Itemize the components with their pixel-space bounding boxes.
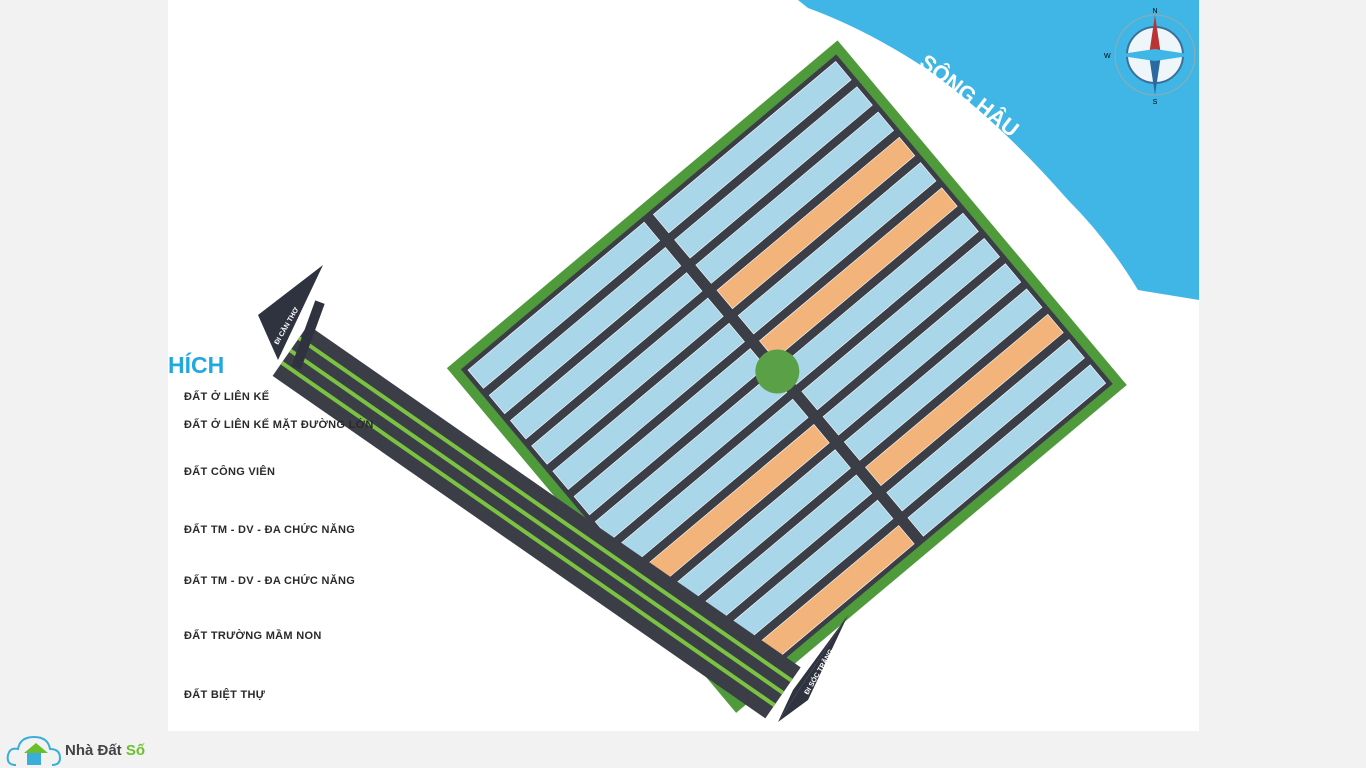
frontage-lot-block xyxy=(716,136,916,310)
main-road: ĐƯỜNG NAM SÔNG HẬU xyxy=(272,325,801,719)
residential-lot-block xyxy=(467,221,661,389)
river xyxy=(798,0,1199,300)
residential-lot-block xyxy=(822,263,1022,436)
residential-lot-block xyxy=(531,297,724,465)
residential-lot-block xyxy=(907,364,1107,537)
residential-lot-block xyxy=(801,237,1001,411)
residential-lot-block xyxy=(573,348,767,516)
road-divider-left xyxy=(291,300,325,370)
residential-lot-block xyxy=(510,272,703,440)
legend-item: ĐẤT CÔNG VIÊN xyxy=(184,466,276,478)
legend-item: ĐẤT Ở LIÊN KẾ xyxy=(184,391,270,403)
legend-title: HÍCH xyxy=(168,352,225,378)
site-blocks xyxy=(446,40,1127,713)
residential-lot-block xyxy=(652,61,852,234)
site-map: SÔNG HẬU ĐƯỜNG NAM SÔNG HẬU ĐI CẦN THƠ Đ… xyxy=(258,0,1199,722)
residential-lot-block xyxy=(674,86,873,259)
central-park xyxy=(755,349,800,394)
residential-lot-block xyxy=(552,322,745,490)
residential-lot-block xyxy=(886,339,1085,512)
legend-item: ĐẤT TM - DV - ĐA CHỨC NĂNG xyxy=(184,524,356,536)
site-logo[interactable]: Nhà Đất Số xyxy=(6,733,145,767)
svg-text:S: S xyxy=(1153,99,1158,106)
masterplan-canvas: SÔNG HẬU ĐƯỜNG NAM SÔNG HẬU ĐI CẦN THƠ Đ… xyxy=(168,0,1199,731)
residential-lot-block xyxy=(488,247,682,415)
logo-text: Nhà Đất xyxy=(65,741,126,759)
legend-item: ĐẤT TRƯỜNG MẦM NON xyxy=(184,630,322,642)
residential-lot-block xyxy=(843,288,1043,461)
svg-text:N: N xyxy=(1152,8,1157,15)
frontage-lot-block xyxy=(759,187,958,360)
residential-lot-block xyxy=(695,111,894,284)
frontage-lot-block xyxy=(865,313,1064,487)
cloud-house-icon xyxy=(6,735,62,766)
compass-icon: N S E W xyxy=(1104,8,1196,106)
arrow-to-can-tho xyxy=(258,265,323,360)
logo-accent: Số xyxy=(125,741,146,759)
legend-item: ĐẤT Ở LIÊN KẾ MẶT ĐƯỜNG LỚN xyxy=(184,419,374,431)
legend-item: ĐẤT TM - DV - ĐA CHỨC NĂNG xyxy=(184,575,356,587)
svg-text:W: W xyxy=(1104,53,1111,60)
residential-lot-block xyxy=(737,162,937,335)
legend-item: ĐẤT BIỆT THỰ xyxy=(184,689,266,701)
